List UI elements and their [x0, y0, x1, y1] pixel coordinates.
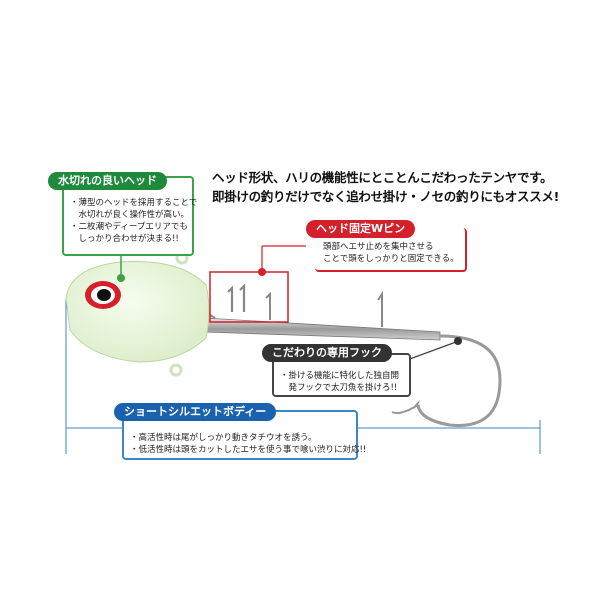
- eye-pupil: [97, 289, 111, 301]
- bottom-eyelet: [169, 363, 183, 377]
- head-callout-body: ・薄型のヘッドを採用することで 水切れが良く操作性が高い。 ・二枚潮やディープエ…: [70, 197, 197, 245]
- body-callout-line: ・低活性時は頭をカットしたエサを使う事で喰い渋りに対応!!: [130, 445, 367, 455]
- hook-callout-line: ・掛ける機能に特化した独自開: [280, 371, 400, 381]
- pin-4: [377, 290, 383, 327]
- headline-line-2: 即掛けの釣りだけでなく追わせ掛け・ノセの釣りにもオススメ!: [212, 189, 560, 204]
- head-callout-title: 水切れの良いヘッド: [48, 172, 167, 190]
- hook-bend: [416, 334, 502, 427]
- hook-callout-line: 発フックで太刀魚を掛けろ!!: [280, 383, 398, 393]
- pin-callout-line: ことで頭をしっかりと固定できる。: [323, 254, 459, 264]
- pin-1: [227, 285, 234, 312]
- pin-2: [239, 283, 246, 312]
- headline: ヘッド形状、ハリの機能性にとことんこだわったテンヤです。 即掛けの釣りだけでなく…: [212, 168, 592, 206]
- jig-head: [65, 261, 210, 363]
- pin-callout-line: 頭部へエサ止めを集中させる: [323, 242, 434, 252]
- hook-callout-body: ・掛ける機能に特化した独自開 発フックで太刀魚を掛けろ!!: [280, 370, 399, 394]
- head-callout-line: ・薄型のヘッドを採用することで: [70, 198, 198, 208]
- pin-highlight-box: [209, 271, 289, 323]
- head-callout-line: しっかり合わせが決まる!!: [70, 234, 179, 244]
- headline-line-1: ヘッド形状、ハリの機能性にとことんこだわったテンヤです。: [212, 170, 553, 185]
- head-callout-line: 水切れが良く操作性が高い。: [70, 210, 190, 220]
- body-callout-line: ・高活性時は尾がしっかり動きタチウオを誘う。: [130, 433, 317, 443]
- hook-pointer-dot: [454, 337, 462, 345]
- pin-callout-title: ヘッド固定Wピン: [306, 220, 416, 238]
- head-pointer-dot: [117, 274, 125, 282]
- pin-3: [265, 291, 271, 320]
- head-callout-line: ・二枚潮やディープエリアでも: [70, 222, 188, 232]
- body-callout-title: ショートシルエットボディー: [114, 403, 277, 421]
- body-callout-body: ・高活性時は尾がしっかり動きタチウオを誘う。 ・低活性時は頭をカットしたエサを使…: [130, 432, 366, 456]
- hook-callout-title: こだわりの専用フック: [262, 344, 392, 362]
- pin-callout-body: 頭部へエサ止めを集中させる ことで頭をしっかりと固定できる。: [323, 241, 459, 265]
